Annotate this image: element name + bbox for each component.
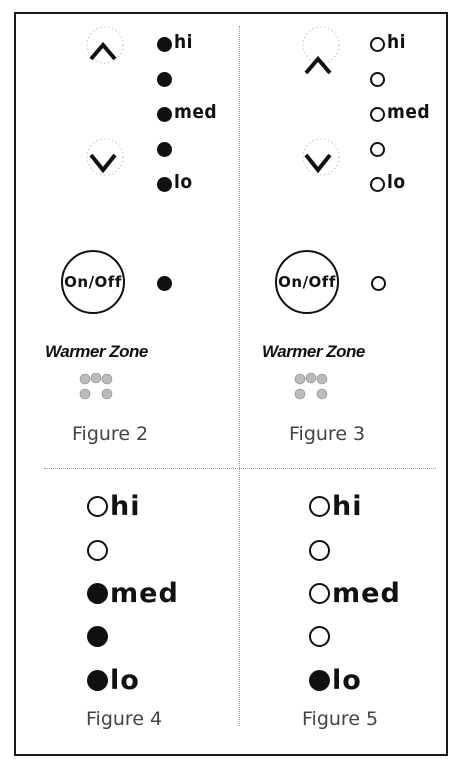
warmer-zone-icon	[294, 372, 328, 400]
hi-indicator-dot	[309, 496, 330, 517]
figure-4-caption: Figure 4	[86, 708, 163, 730]
figure-5-caption: Figure 5	[302, 708, 379, 730]
panel-frame	[14, 12, 448, 756]
warmer-zone-icon	[79, 372, 113, 400]
level-2-indicator-dot	[370, 142, 385, 157]
level-4-indicator-dot	[87, 540, 108, 561]
level-4-indicator-dot	[157, 72, 172, 87]
lo-label: lo	[110, 665, 140, 696]
med-indicator-dot	[370, 107, 385, 122]
med-label: med	[110, 578, 179, 609]
horizontal-divider	[44, 468, 436, 469]
level-2-indicator-dot	[157, 142, 172, 157]
figure-2-caption: Figure 2	[72, 423, 149, 445]
hi-label: hi	[174, 31, 194, 53]
on-off-indicator-dot	[157, 276, 172, 291]
vertical-divider	[239, 26, 240, 726]
down-arrow-icon[interactable]	[303, 150, 333, 180]
med-indicator-dot	[87, 583, 108, 604]
lo-indicator-dot	[309, 670, 330, 691]
med-indicator-dot	[309, 583, 330, 604]
on-off-label: On/Off	[64, 273, 122, 291]
level-2-indicator-dot	[87, 626, 108, 647]
hi-label: hi	[387, 31, 407, 53]
hi-indicator-dot	[370, 37, 385, 52]
up-button-glow-icon	[86, 26, 124, 64]
med-indicator-dot	[157, 107, 172, 122]
warmer-zone-label: Warmer Zone	[262, 342, 365, 361]
on-off-button[interactable]: On/Off	[61, 250, 125, 314]
med-label: med	[387, 101, 431, 123]
lo-label: lo	[387, 171, 406, 193]
hi-indicator-dot	[157, 37, 172, 52]
on-off-label: On/Off	[278, 273, 336, 291]
level-4-indicator-dot	[370, 72, 385, 87]
up-arrow-icon[interactable]	[303, 52, 333, 82]
down-arrow-icon[interactable]	[88, 150, 118, 180]
warmer-zone-label: Warmer Zone	[45, 342, 148, 361]
med-label: med	[174, 101, 218, 123]
level-4-indicator-dot	[309, 540, 330, 561]
hi-label: hi	[332, 491, 363, 522]
hi-label: hi	[110, 491, 141, 522]
on-off-indicator-dot	[371, 276, 386, 291]
med-label: med	[332, 578, 401, 609]
hi-indicator-dot	[87, 496, 108, 517]
on-off-button[interactable]: On/Off	[275, 250, 339, 314]
lo-label: lo	[174, 171, 193, 193]
figure-3-caption: Figure 3	[289, 423, 366, 445]
lo-indicator-dot	[157, 177, 172, 192]
lo-indicator-dot	[87, 670, 108, 691]
level-2-indicator-dot	[309, 626, 330, 647]
down-button-glow-icon	[302, 138, 340, 176]
up-arrow-icon[interactable]	[88, 38, 118, 68]
lo-label: lo	[332, 665, 362, 696]
lo-indicator-dot	[370, 177, 385, 192]
down-button-glow-icon	[86, 138, 124, 176]
